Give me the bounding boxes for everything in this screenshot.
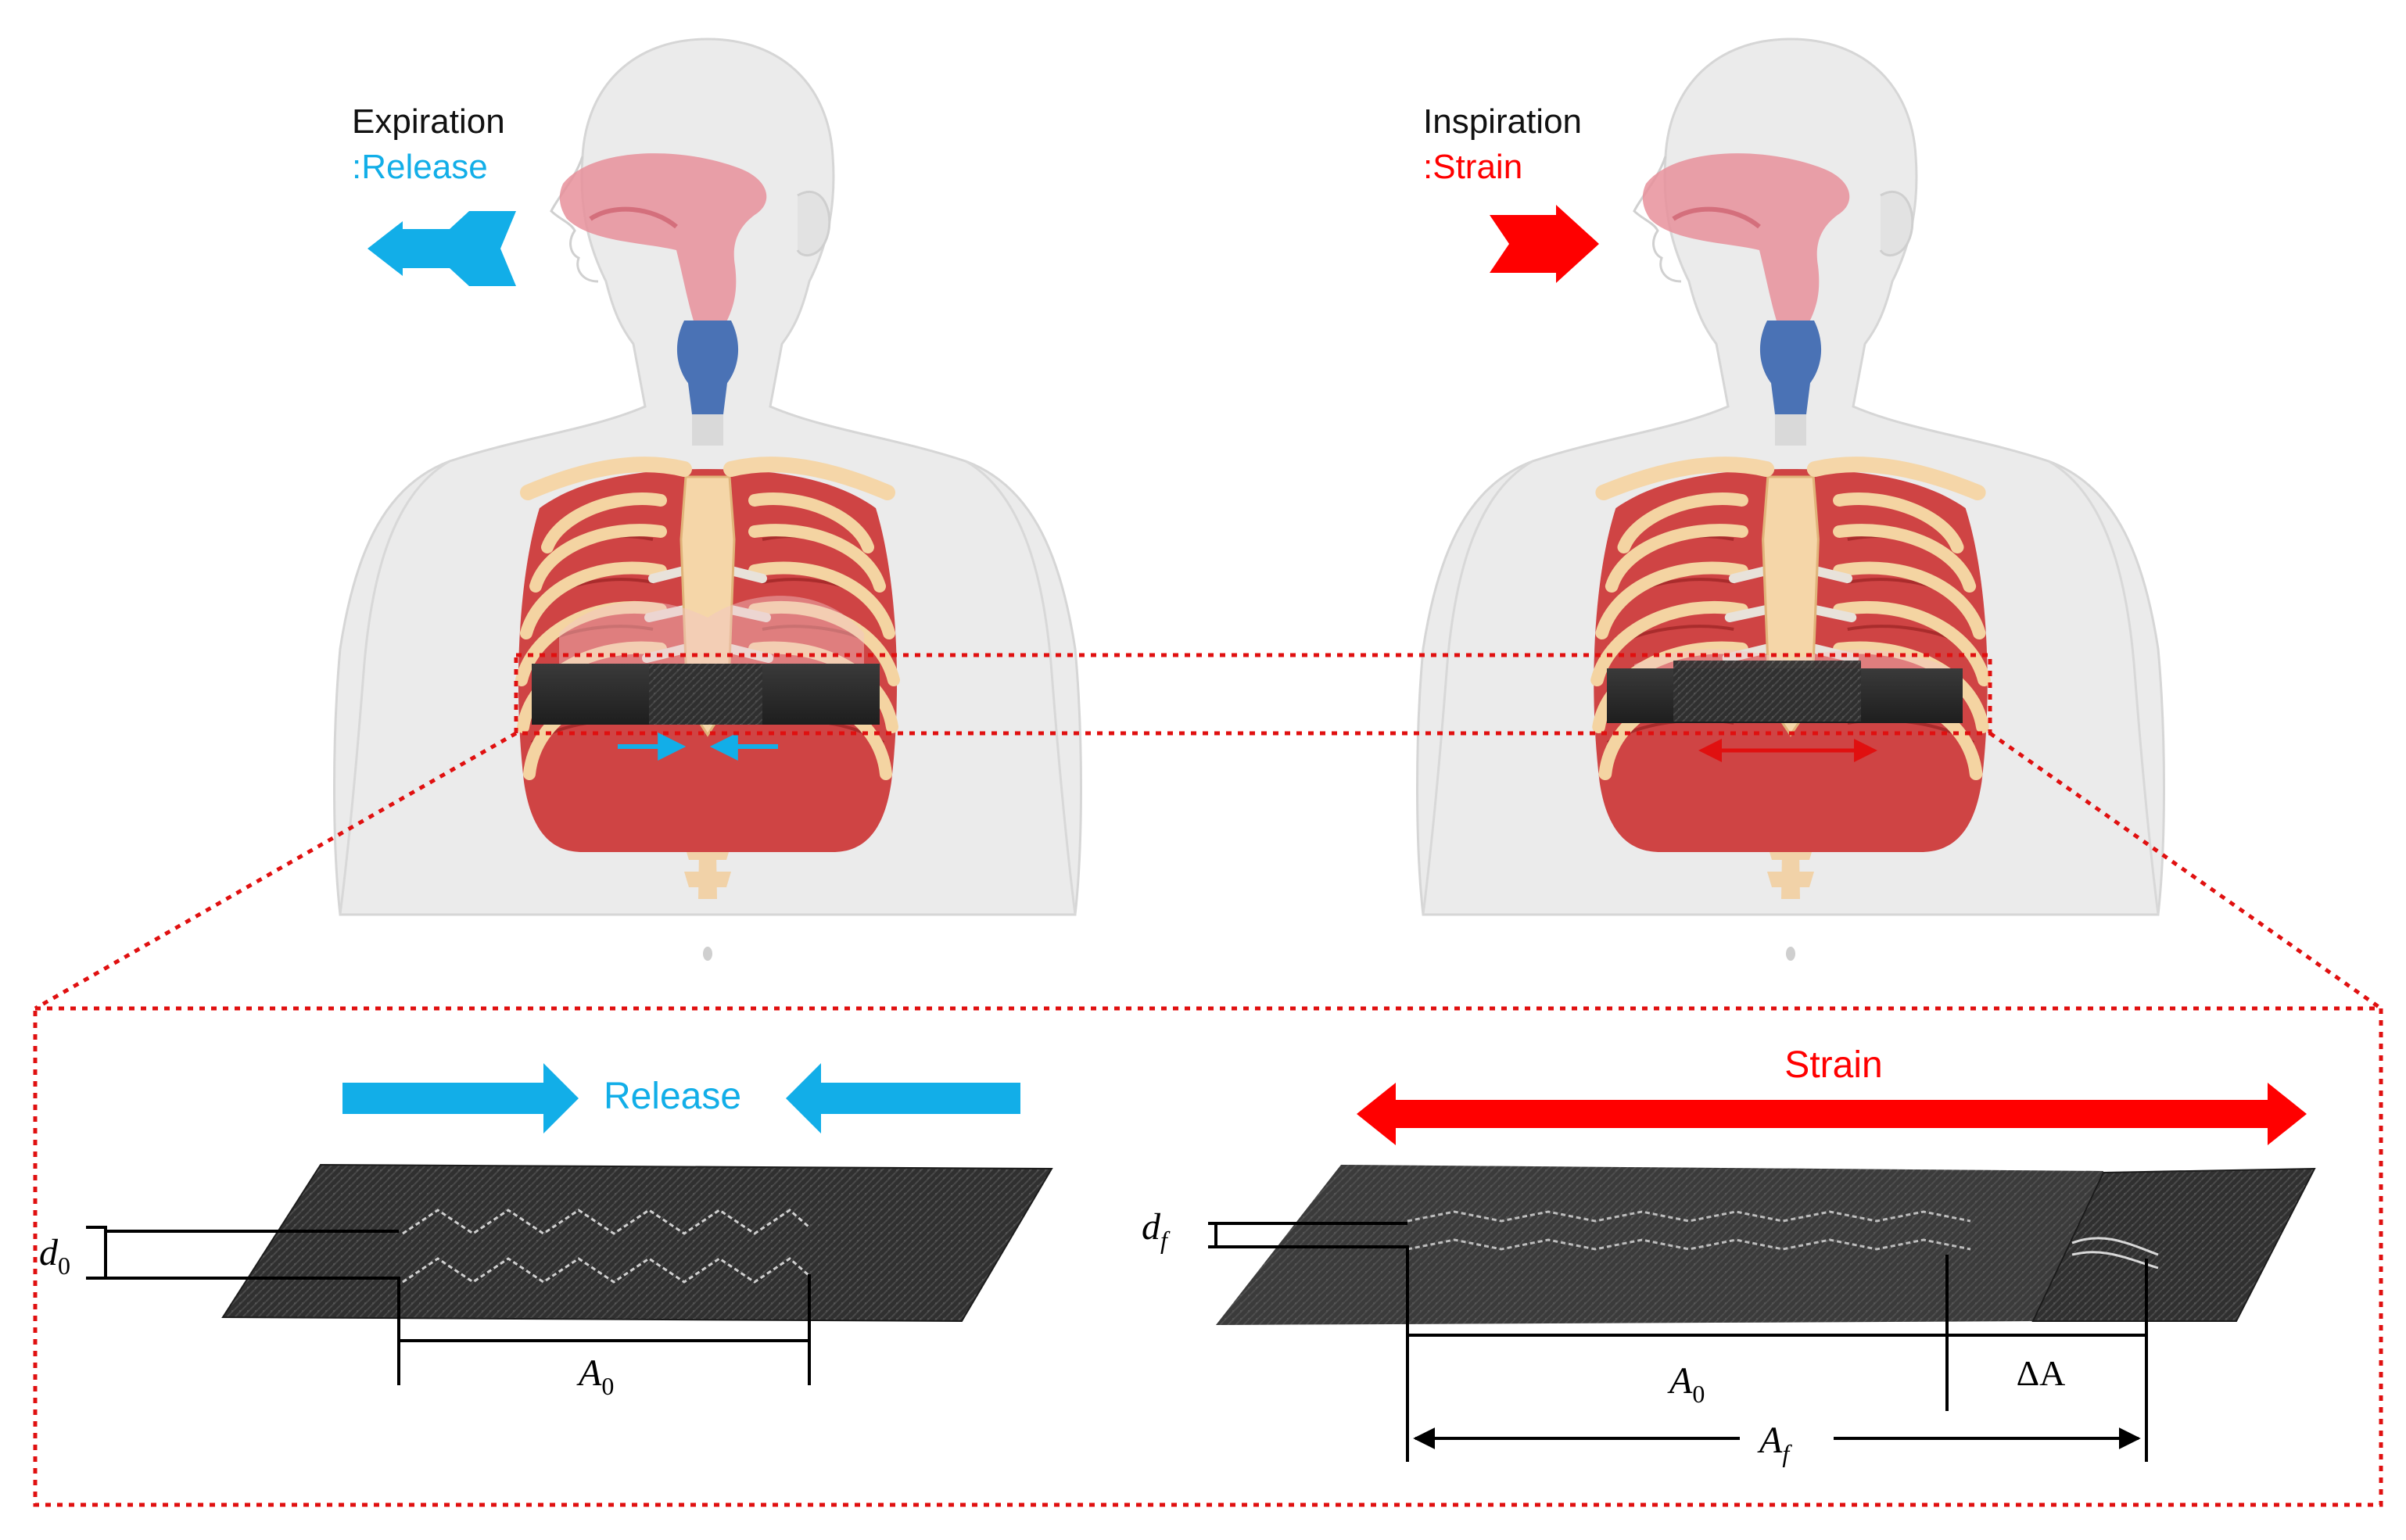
strain-detail: Strain df A0 ΔA Af [1142,1044,2316,1467]
expiration-title: Expiration [352,102,505,141]
left-chest-belt [532,664,880,725]
strain-zigzag-top [1407,1210,1971,1223]
release-length-label: A0 [576,1352,614,1400]
release-arrow-left-icon [786,1063,1020,1134]
release-zigzag-top [402,1209,810,1235]
double-arrow-icon [1357,1083,2307,1145]
expiration-state: :Release [352,148,488,186]
strain-label: Strain [1784,1044,1882,1086]
strain-extended-section [2033,1169,2315,1321]
release-label: Release [604,1076,741,1117]
left-person-illustration [335,39,1081,961]
strain-zigzag-bottom [1407,1238,1971,1251]
inspiration-state: :Strain [1423,148,1522,186]
strain-textile-strip [1216,1165,2103,1325]
strain-delta-label: ΔA [2017,1353,2066,1393]
arrow-right-icon [1490,205,1599,283]
right-person-illustration [1418,39,2164,961]
strain-length-label: A0 [1667,1360,1705,1408]
release-arrow-right-icon [342,1063,579,1134]
release-zigzag-bottom [402,1257,810,1284]
right-chest-belt [1607,661,1963,723]
release-thickness-label: d0 [39,1232,70,1280]
strain-final-length-label: Af [1757,1420,1792,1467]
release-detail: Release d0 A0 [39,1063,1053,1400]
zoom-frame [33,653,2383,1507]
arrow-left-icon [368,211,516,286]
inspiration-label-group: Inspiration :Strain [1423,102,1582,186]
strain-thickness-label: df [1142,1206,1171,1254]
release-textile-strip [223,1165,1052,1321]
inspiration-title: Inspiration [1423,102,1582,141]
expiration-label-group: Expiration :Release [352,102,505,186]
